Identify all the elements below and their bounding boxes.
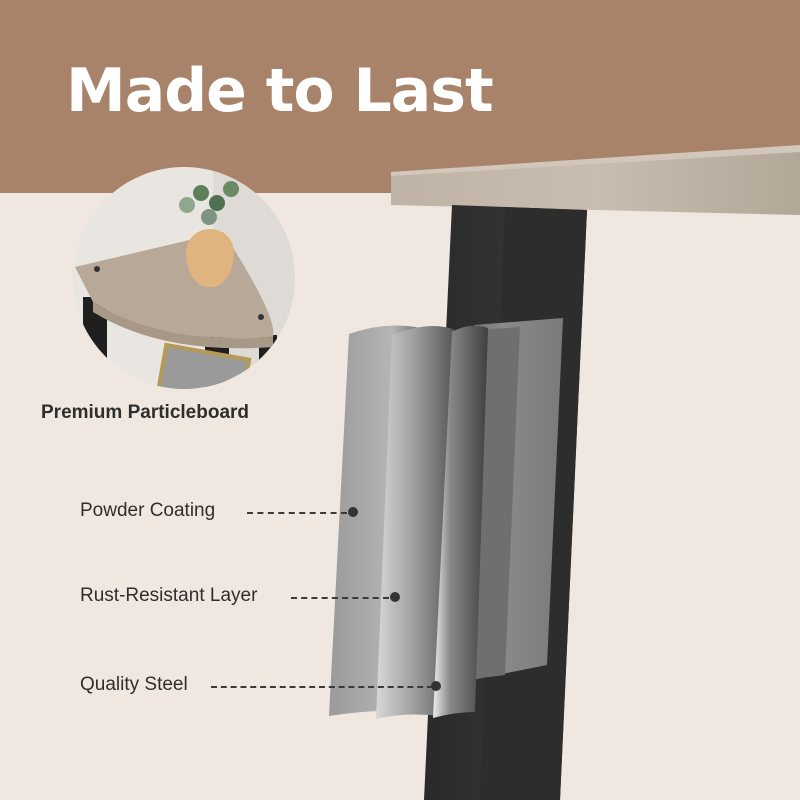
callout-rust-resistant-layer: Rust-Resistant Layer bbox=[80, 585, 258, 606]
inset-caption: Premium Particleboard bbox=[41, 402, 250, 423]
callout-dot bbox=[431, 681, 441, 691]
page-title: Made to Last bbox=[66, 56, 494, 126]
callout-dot bbox=[348, 507, 358, 517]
callout-leader-line bbox=[247, 512, 347, 514]
leaf bbox=[193, 185, 209, 201]
leaf bbox=[223, 181, 239, 197]
vase bbox=[186, 229, 234, 287]
leaf bbox=[201, 209, 217, 225]
leaf bbox=[209, 195, 225, 211]
particleboard-inset-image bbox=[73, 167, 295, 389]
callout-powder-coating: Powder Coating bbox=[80, 500, 216, 521]
leaf bbox=[179, 197, 195, 213]
callout-dot bbox=[390, 592, 400, 602]
callout-quality-steel: Quality Steel bbox=[80, 674, 188, 695]
callout-leader-line bbox=[291, 597, 389, 599]
callout-leader-line bbox=[211, 686, 433, 688]
